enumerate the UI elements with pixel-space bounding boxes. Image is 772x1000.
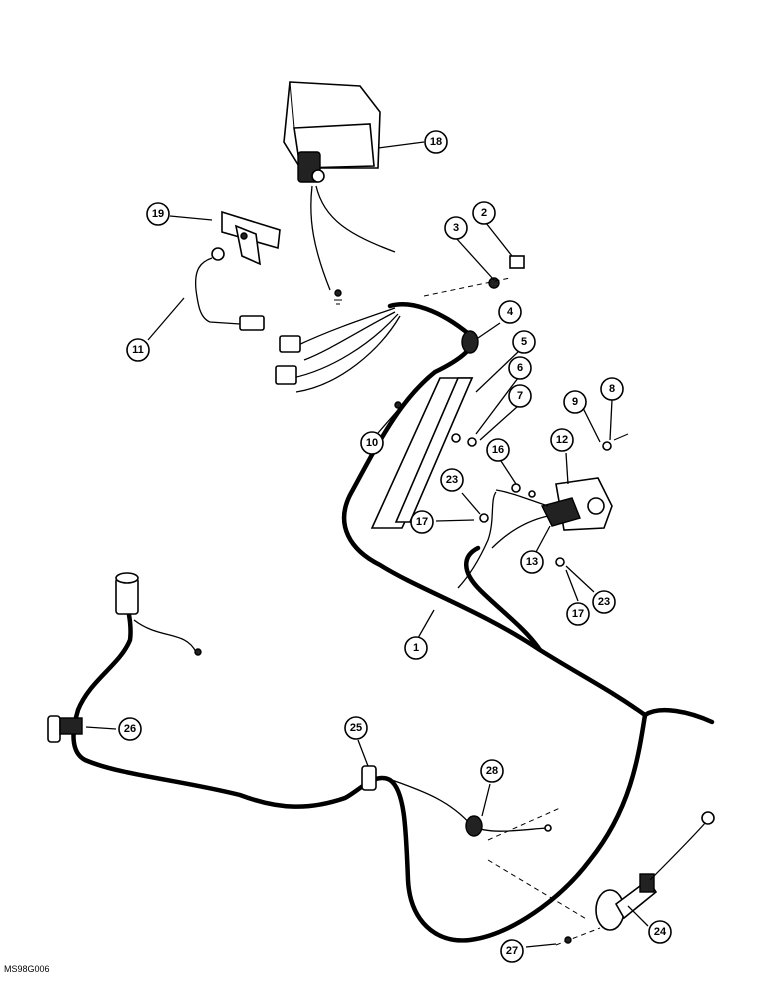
- callout-18: 18: [424, 130, 448, 154]
- svg-text:26: 26: [124, 723, 136, 735]
- svg-text:23: 23: [446, 474, 458, 486]
- callout-25: 25: [344, 716, 368, 740]
- svg-text:2: 2: [481, 207, 487, 219]
- figure-code: MS98G006: [4, 964, 50, 974]
- callout-8: 8: [600, 377, 624, 401]
- callout-27: 27: [500, 939, 524, 963]
- callout-7: 7: [508, 384, 532, 408]
- harness-connector: [115, 572, 202, 656]
- svg-text:13: 13: [526, 556, 538, 568]
- screw: [555, 927, 601, 946]
- trailer-socket: [491, 477, 613, 549]
- harness-clip: [47, 715, 83, 743]
- cable-clip: [361, 765, 377, 791]
- callout-26: 26: [118, 717, 142, 741]
- callout-17a: 17: [410, 510, 434, 534]
- svg-text:17: 17: [416, 516, 428, 528]
- callout-19: 19: [146, 202, 170, 226]
- callout-6: 6: [508, 356, 532, 380]
- callout-4: 4: [498, 300, 522, 324]
- svg-text:19: 19: [152, 208, 164, 220]
- callout-23b: 23: [592, 590, 616, 614]
- svg-text:7: 7: [517, 390, 523, 402]
- svg-text:25: 25: [350, 722, 362, 734]
- wire-grommet: [391, 779, 552, 837]
- callout-24: 24: [648, 920, 672, 944]
- callout-28: 28: [480, 759, 504, 783]
- svg-text:1: 1: [413, 642, 419, 654]
- callout-3: 3: [444, 216, 468, 240]
- svg-text:10: 10: [366, 437, 378, 449]
- callout-13: 13: [520, 550, 544, 574]
- svg-text:18: 18: [430, 136, 442, 148]
- leader-lines: [85, 141, 649, 948]
- callout-12: 12: [550, 428, 574, 452]
- jumper-lead: [194, 247, 265, 331]
- callout-2: 2: [472, 201, 496, 225]
- mounting-bracket: [221, 210, 281, 266]
- svg-text:5: 5: [521, 336, 527, 348]
- svg-text:11: 11: [132, 344, 144, 356]
- svg-text:6: 6: [517, 362, 523, 374]
- callout-16: 16: [486, 438, 510, 462]
- svg-text:24: 24: [654, 926, 667, 938]
- callout-11: 11: [126, 338, 150, 362]
- svg-text:12: 12: [556, 434, 568, 446]
- svg-text:17: 17: [572, 608, 584, 620]
- svg-text:8: 8: [609, 383, 615, 395]
- grommet: [461, 330, 479, 354]
- callout-17b: 17: [566, 602, 590, 626]
- callout-23a: 23: [440, 468, 464, 492]
- callout-5: 5: [512, 330, 536, 354]
- lamp-harness-branches: [275, 289, 401, 393]
- svg-text:28: 28: [486, 765, 498, 777]
- svg-text:4: 4: [507, 306, 514, 318]
- svg-text:27: 27: [506, 945, 518, 957]
- svg-text:9: 9: [572, 396, 578, 408]
- svg-text:3: 3: [453, 222, 459, 234]
- work-lamp: [283, 81, 396, 291]
- hardware: [394, 255, 629, 567]
- svg-text:23: 23: [598, 596, 610, 608]
- callout-1: 1: [404, 636, 428, 660]
- sender-unit: [487, 807, 715, 931]
- callout-9: 9: [563, 390, 587, 414]
- angle-bracket: [370, 377, 474, 529]
- callout-10: 10: [360, 431, 384, 455]
- svg-text:16: 16: [492, 444, 504, 456]
